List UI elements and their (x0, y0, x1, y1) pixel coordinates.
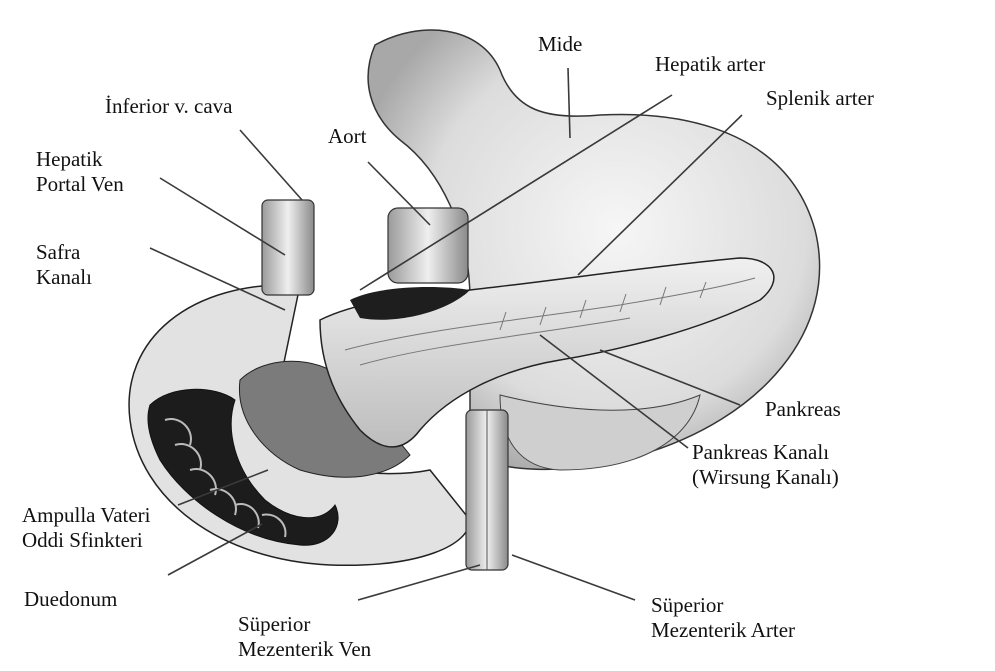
label-hepatik-portal-ven: Hepatik Portal Ven (36, 147, 124, 197)
leader-inferior-v-cava (240, 130, 302, 200)
label-duedonum: Duedonum (24, 587, 117, 612)
label-splenik-arter: Splenik arter (766, 86, 874, 111)
label-inferior-v-cava: İnferior v. cava (105, 94, 232, 119)
label-mide: Mide (538, 32, 582, 57)
label-ampulla-vateri: Ampulla Vateri Oddi Sfinkteri (22, 503, 151, 553)
label-superior-mezenterik-arter: Süperior Mezenterik Arter (651, 593, 795, 643)
leader-superior-mezenterik-ven (358, 565, 480, 600)
label-pankreas-kanali: Pankreas Kanalı (Wirsung Kanalı) (692, 440, 839, 490)
label-pankreas: Pankreas (765, 397, 841, 422)
label-safra-kanali: Safra Kanalı (36, 240, 92, 290)
label-aort: Aort (328, 124, 367, 149)
label-superior-mezenterik-ven: Süperior Mezenterik Ven (238, 612, 371, 662)
leader-superior-mezenterik-arter (512, 555, 635, 600)
inferior-vena-cava-shape (262, 200, 314, 295)
aorta-shape (388, 208, 468, 283)
label-hepatik-arter: Hepatik arter (655, 52, 765, 77)
